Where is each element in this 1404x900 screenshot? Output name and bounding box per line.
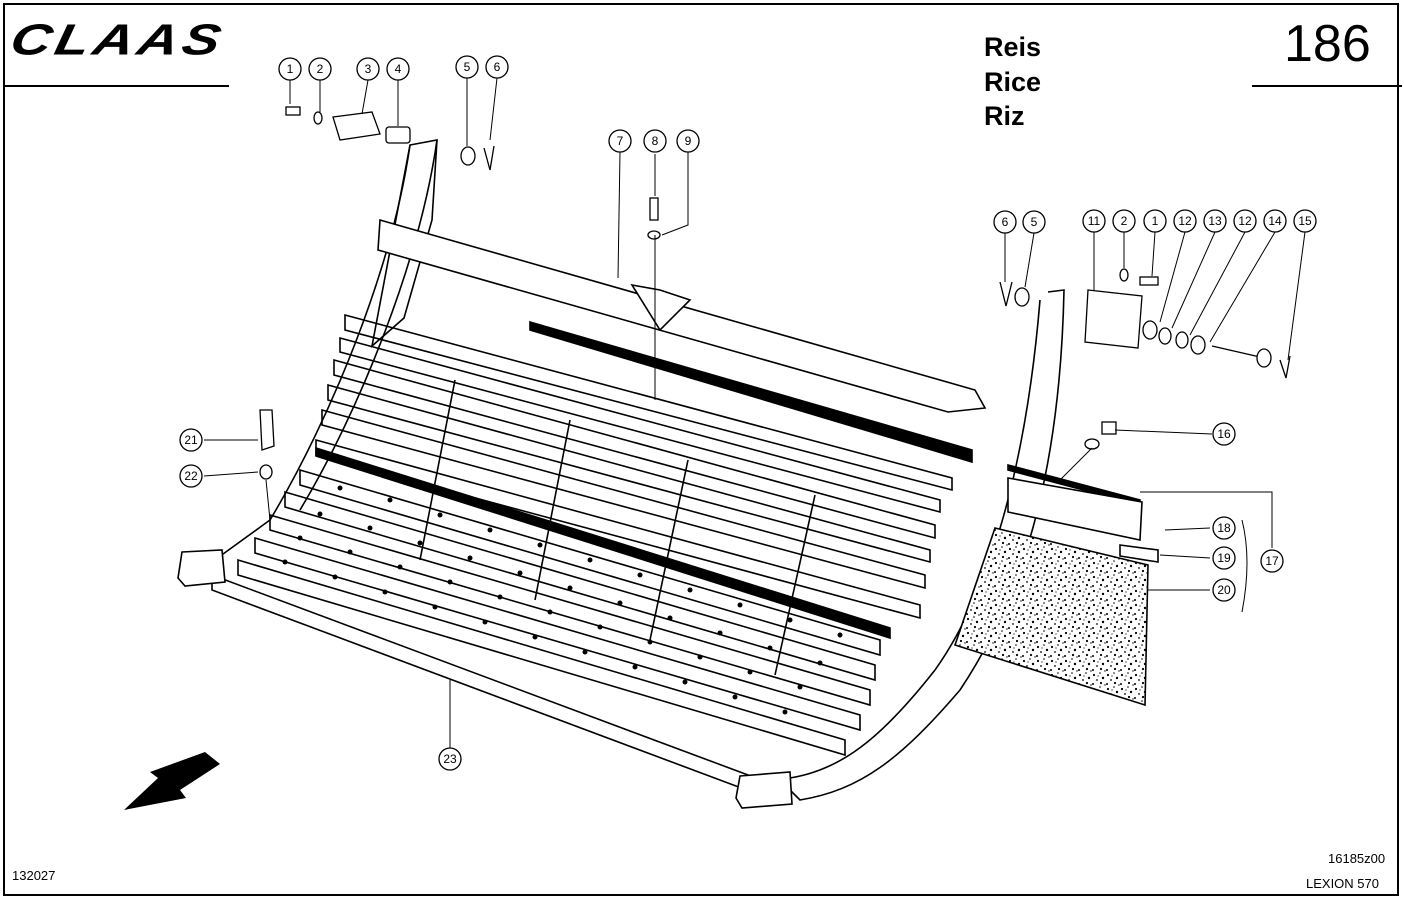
svg-text:12: 12 (1238, 214, 1252, 228)
svg-text:2: 2 (317, 62, 324, 76)
drawing-code: 16185z00 (1328, 851, 1386, 866)
callout-5-right: 5 (1022, 210, 1046, 234)
callout-14: 14 (1263, 209, 1287, 233)
svg-text:19: 19 (1217, 551, 1231, 565)
title-english: Rice (984, 67, 1042, 97)
callout-13: 13 (1203, 209, 1227, 233)
page-frame (3, 3, 1399, 896)
callout-23: 23 (438, 747, 462, 771)
svg-text:6: 6 (1002, 215, 1009, 229)
svg-text:22: 22 (184, 469, 198, 483)
hardware-parts (259, 106, 1291, 480)
callouts: 1 2 3 4 5 6 7 8 9 6 5 11 2 1 12 13 12 14… (179, 55, 1317, 771)
svg-text:21: 21 (184, 433, 198, 447)
callout-18: 18 (1212, 516, 1236, 540)
svg-text:14: 14 (1268, 214, 1282, 228)
callout-19: 19 (1212, 546, 1236, 570)
callout-1: 1 (278, 57, 302, 81)
svg-text:15: 15 (1298, 214, 1312, 228)
catalog-code: 132027 (12, 868, 56, 883)
callout-1-right: 1 (1143, 209, 1167, 233)
svg-text:6: 6 (494, 60, 501, 74)
svg-text:8: 8 (652, 134, 659, 148)
callout-12: 12 (1173, 209, 1197, 233)
svg-text:7: 7 (617, 134, 624, 148)
callout-22: 22 (179, 464, 203, 488)
svg-text:5: 5 (1031, 215, 1038, 229)
svg-text:5: 5 (464, 60, 471, 74)
title-german: Reis (984, 32, 1042, 62)
header-rule-left (3, 85, 229, 87)
callout-17: 17 (1260, 549, 1284, 573)
callout-3: 3 (356, 57, 380, 81)
callout-5: 5 (455, 55, 479, 79)
callout-2-right: 2 (1112, 209, 1136, 233)
callout-16: 16 (1212, 422, 1236, 446)
svg-text:2: 2 (1121, 214, 1128, 228)
title-french: Riz (984, 101, 1025, 131)
callout-2: 2 (308, 57, 332, 81)
leader-lines (203, 77, 1306, 748)
callout-4: 4 (386, 57, 410, 81)
callout-8: 8 (643, 129, 667, 153)
callout-6-right: 6 (993, 210, 1017, 234)
callout-21: 21 (179, 428, 203, 452)
svg-text:1: 1 (1152, 214, 1159, 228)
grate-assembly (177, 139, 1159, 809)
svg-text:13: 13 (1208, 214, 1222, 228)
page-number: 186 (1284, 15, 1371, 73)
svg-text:11: 11 (1088, 214, 1101, 228)
arrow-down-left-icon (124, 752, 220, 810)
model-name: LEXION 570 (1306, 876, 1379, 891)
callout-7: 7 (608, 129, 632, 153)
callout-6: 6 (485, 55, 509, 79)
rubber-mat (953, 527, 1149, 707)
svg-text:4: 4 (395, 62, 402, 76)
callout-11: 11 (1082, 209, 1106, 233)
header-rule-right (1252, 85, 1402, 87)
svg-text:3: 3 (365, 62, 372, 76)
svg-text:1: 1 (287, 62, 294, 76)
callout-12-b: 12 (1233, 209, 1257, 233)
svg-text:17: 17 (1265, 554, 1279, 568)
callout-9: 9 (676, 129, 700, 153)
callout-15: 15 (1293, 209, 1317, 233)
svg-text:20: 20 (1217, 583, 1231, 597)
svg-text:23: 23 (443, 752, 457, 766)
slat-holes (282, 485, 843, 715)
svg-text:18: 18 (1217, 521, 1231, 535)
svg-text:12: 12 (1178, 214, 1192, 228)
callout-20: 20 (1212, 578, 1236, 602)
svg-text:9: 9 (685, 134, 692, 148)
svg-text:16: 16 (1217, 427, 1231, 441)
